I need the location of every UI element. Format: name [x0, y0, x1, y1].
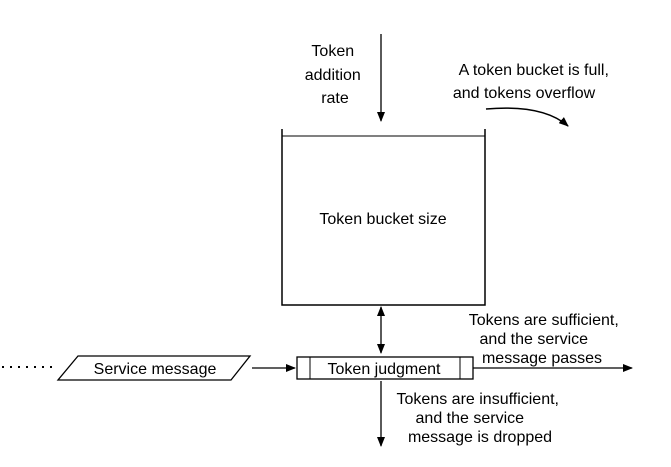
bucket-size-label: Token bucket size: [319, 211, 446, 228]
bucket-full-label: A token bucket is full, and tokens overf…: [453, 62, 614, 102]
tokens-insufficient-label: Tokens are insufficient, and the service…: [397, 391, 564, 446]
tokens-sufficient-label: Tokens are sufficient, and the service m…: [469, 312, 623, 367]
token-judgment-label: Token judgment: [328, 361, 442, 378]
service-message-label: Service message: [94, 361, 217, 378]
token-addition-rate-label: Token addition rate: [305, 43, 366, 107]
overflow-arrow: [486, 108, 568, 126]
